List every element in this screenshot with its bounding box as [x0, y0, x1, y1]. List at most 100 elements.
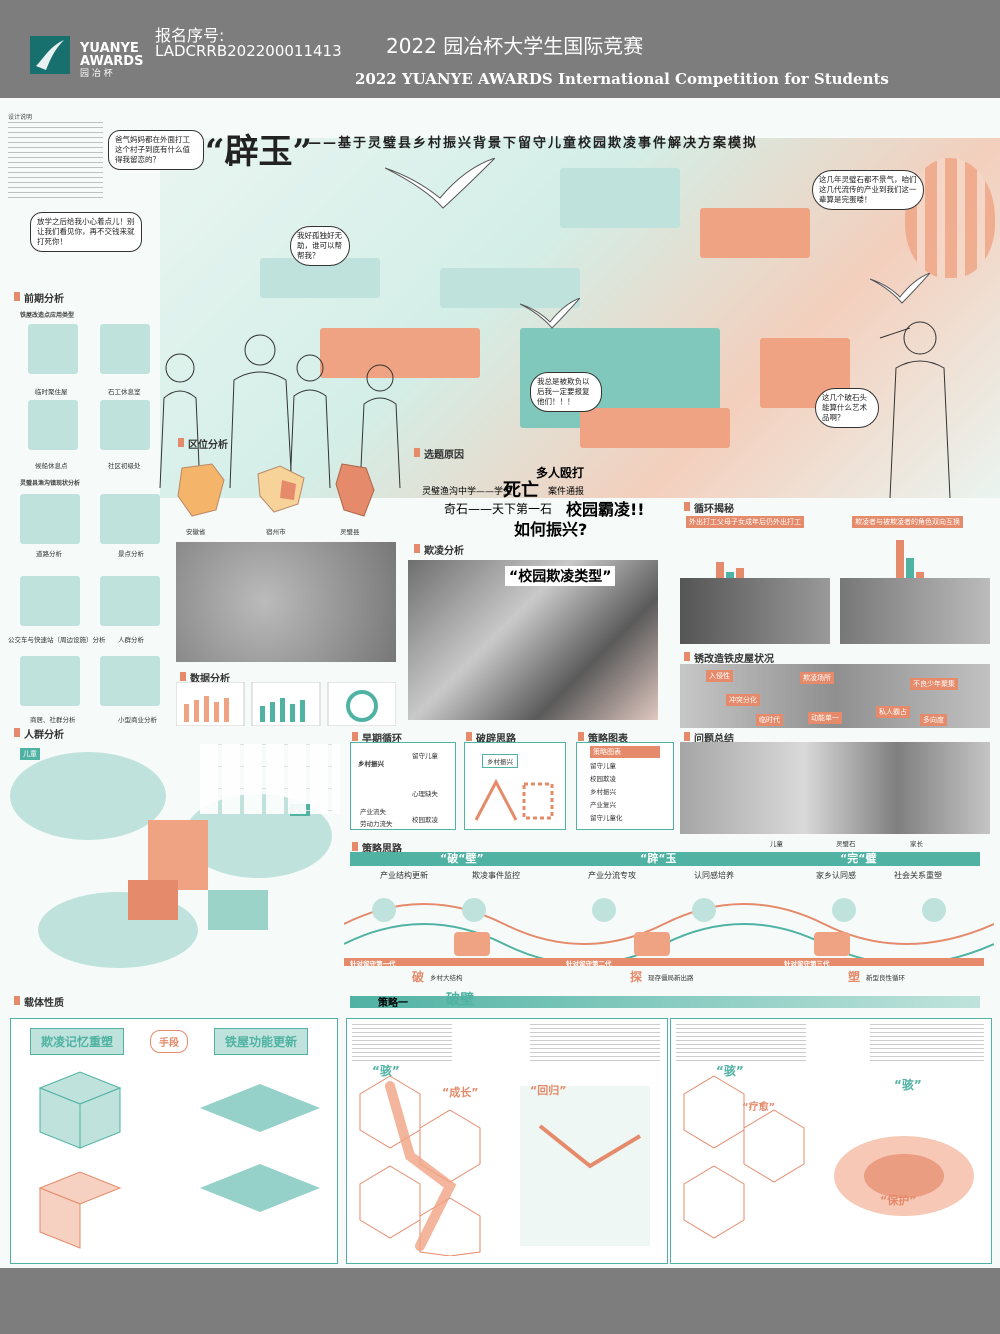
speech-bubble: 放学之后给我小心着点儿！别让我们看见你，再不交钱来就打死你！: [30, 212, 142, 252]
strategy-row: 乡村振兴: [590, 788, 616, 796]
people-sketch-illustration: [150, 328, 410, 489]
timeline-mid: 针对留守第二代: [566, 960, 612, 968]
logo-cn: 园 冶 杯: [80, 69, 113, 79]
early-cycle-item: 产业流失: [360, 808, 386, 816]
carrier-box: 铁屋功能更新: [214, 1028, 309, 1055]
carrier-box: 手段: [150, 1030, 188, 1053]
strategy-item: 产业结构更新: [380, 871, 428, 880]
reason-line: 多人殴打: [536, 466, 585, 480]
analysis-label: 商居、社群分析: [30, 716, 76, 724]
strategy-one-tag: “疗愈”: [742, 1102, 776, 1113]
strategy-one-tag: “骇”: [372, 1064, 400, 1078]
strategy-item: 产业分流专攻: [588, 871, 636, 880]
section-title-break-idea: 破辟思路: [466, 730, 516, 745]
cycle-head: 欺凌者与被欺凌者的角色双向互换: [852, 516, 963, 528]
thumbnail-label: 石工休息室: [108, 388, 141, 396]
early-cycle-box: [350, 742, 456, 830]
strategy-item: 家乡认同感: [816, 871, 856, 880]
thumbnail: [100, 400, 150, 450]
strategy-one-tag: “骇”: [716, 1064, 744, 1078]
carrier-box: 欺凌记忆重塑: [30, 1028, 125, 1055]
timeline-left: 针对留守第一代: [350, 960, 396, 968]
analysis-map: [100, 656, 160, 706]
strategy-one-tag: “骇”: [894, 1078, 922, 1092]
section-title-crowd: 人群分析: [14, 726, 64, 741]
strategy-row: 产业复兴: [590, 801, 616, 809]
section-title-early-cycle: 早期循环: [352, 730, 402, 745]
map-label: 安徽省: [186, 528, 206, 536]
reason-line: 灵璧渔沟中学——学生: [422, 487, 513, 497]
crowd-label-children: 儿童: [20, 748, 40, 760]
photographer-sketch: [860, 298, 960, 499]
analysis-label: 公交车与快速站（周边设施）分析: [8, 636, 106, 644]
logo-text: YUANYE AWARDS 园 冶 杯: [80, 42, 143, 81]
section-title-strategy-idea: 策略思路: [352, 840, 402, 855]
rust-tag: 不良少年聚集: [910, 678, 958, 690]
seagull-icon: [384, 157, 496, 222]
analysis-map: [100, 576, 160, 626]
strategy-header-bar: [350, 852, 980, 866]
strategy-one-tag: “成长”: [442, 1086, 479, 1099]
rust-tag: 私人霸占: [876, 706, 910, 718]
strategy-one-text: [870, 1024, 984, 1064]
bully-collage: [408, 560, 658, 720]
section-title-strategy-chart: 策略图表: [578, 730, 628, 745]
strategy-one-bar: [350, 996, 980, 1008]
registration-code: LADCRRB202200011413: [155, 42, 342, 60]
lingbi-analysis-title: 灵璧县渔沟镇现状分析: [20, 480, 81, 487]
header-bar: [0, 0, 1000, 98]
main-title: “辟玉”: [205, 132, 313, 172]
reason-line: 如何振兴?: [514, 520, 588, 539]
strategy-head-2: “辟“玉: [640, 852, 677, 865]
building-block: [700, 208, 810, 258]
bottom-word: 新型良性循环: [866, 974, 905, 982]
cycle-photo: [680, 578, 830, 644]
logo-line1: YUANYE: [80, 41, 139, 56]
problem-label: 儿童: [770, 840, 783, 848]
reason-line: 死亡: [503, 480, 539, 501]
thumbnail: [28, 324, 78, 374]
section-title-reason: 选题原因: [414, 446, 464, 461]
analysis-label: 道路分析: [36, 550, 62, 558]
rust-tag: 多向度: [920, 714, 947, 726]
speech-bubble: 这几个破石头能算什么艺术品啊？: [815, 388, 879, 428]
poster-board: 设计说明 爸气妈妈都在外面打工这个村子到底有什么值得我留恋的？ 放学之后给我小心…: [0, 98, 1000, 1268]
analysis-map: [20, 656, 80, 706]
strategy-one-text: [530, 1024, 660, 1064]
anhui-map: [172, 460, 232, 520]
cycle-head: 外出打工父母子女成年后仍外出打工: [686, 516, 804, 528]
running-track: [580, 408, 730, 448]
thumbnail-label: 候船休息点: [35, 462, 68, 470]
design-note-label: 设计说明: [8, 114, 33, 121]
strategy-one-label: 策略一: [378, 998, 408, 1009]
break-idea-arrow: [472, 774, 556, 828]
logo-line2: AWARDS: [80, 54, 144, 69]
early-cycle-item: 留守儿童: [412, 752, 438, 760]
section-title-pre-analysis: 前期分析: [14, 290, 64, 305]
bottom-word: 塑: [848, 970, 861, 984]
rust-tag: 冲突分化: [726, 694, 760, 706]
strategy-one-text: [352, 1024, 452, 1064]
problem-label: 家长: [910, 840, 923, 848]
section-title-data-analysis: 数据分析: [180, 670, 230, 685]
main-subtitle: ——基于灵璧县乡村振兴背景下留守儿童校园欺凌事件解决方案模拟: [308, 136, 759, 151]
analysis-map: [100, 494, 160, 544]
speech-bubble: 这几年灵璧石都不景气，咱们这几代流传的产业到我们这一辈算是完蛋喽！: [812, 170, 924, 210]
speech-bubble: 爸气妈妈都在外面打工这个村子到底有什么值得我留恋的？: [108, 130, 204, 170]
strategy-row: 留守儿童: [590, 762, 616, 770]
speech-bubble: 我总是被欺负以后我一定要报复他们！！！: [530, 372, 602, 412]
registration-label: 报名序号:: [155, 26, 225, 45]
problem-photo-collage: [680, 742, 990, 834]
strategy-one-text: [676, 1024, 806, 1064]
rail-type-title: 铁屋改造点应用类型: [20, 312, 75, 319]
early-cycle-item: 心理缺失: [412, 790, 438, 798]
suzhou-map: [250, 460, 310, 520]
rust-tag: 入侵性: [706, 670, 733, 682]
reason-line: 案件通报: [548, 487, 585, 497]
strategy-row: 策略图表: [590, 746, 660, 758]
yuanye-logo-icon: [30, 36, 70, 74]
analysis-map: [20, 576, 80, 626]
cycle-photo: [840, 578, 990, 644]
thumbnail-label: 社区初级处: [108, 462, 141, 470]
map-label: 灵璧县: [340, 528, 360, 536]
